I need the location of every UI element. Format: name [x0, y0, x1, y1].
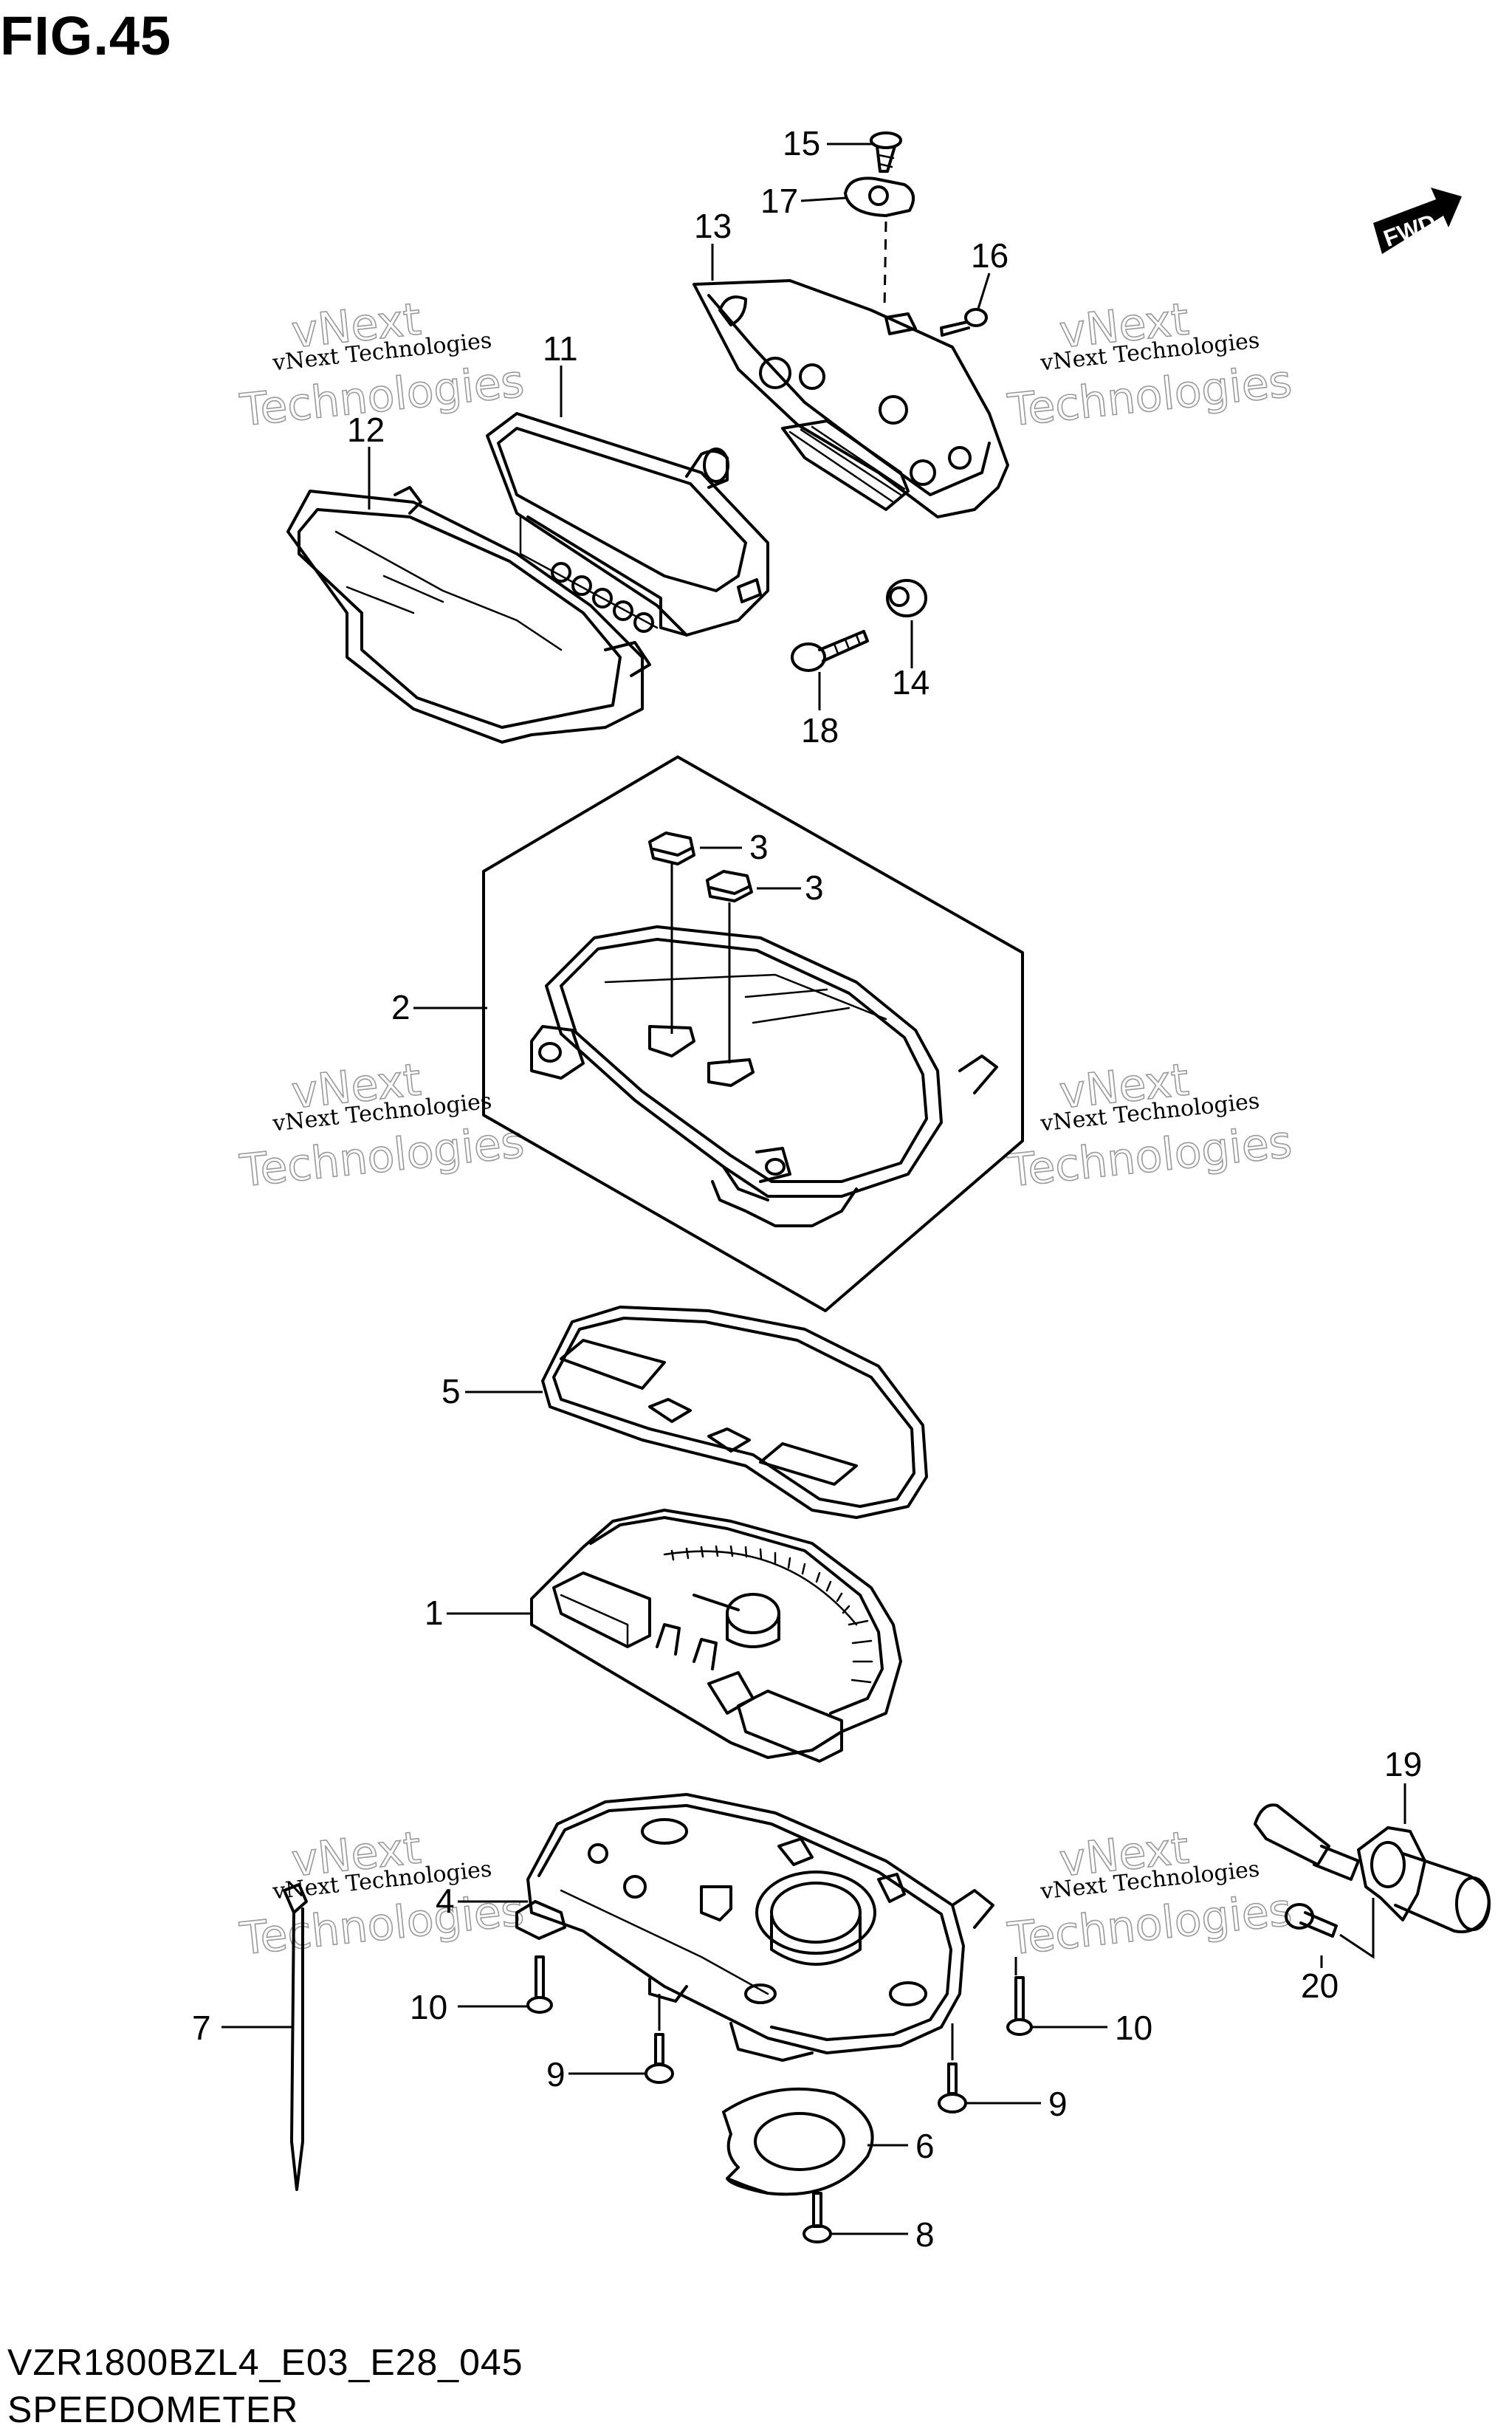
part-14-grommet [886, 579, 927, 617]
part-18-bolt [791, 630, 869, 672]
part-20-bolt [1285, 1903, 1338, 1938]
callout-leaders [221, 143, 1406, 2235]
callout-18: 18 [801, 711, 839, 750]
part-1-meter-circuit [530, 1509, 902, 1763]
forward-direction-arrow-icon: FWD [1373, 188, 1462, 254]
part-11-meter-unit [486, 412, 769, 637]
callout-19: 19 [1384, 1745, 1422, 1783]
part-4-lower-case [515, 1793, 994, 2062]
callout-20: 20 [1301, 1967, 1339, 2005]
section-name: SPEEDOMETER [7, 2389, 299, 2430]
part-17-clamp [844, 176, 915, 217]
callout-10-right: 10 [1115, 2009, 1152, 2047]
part-12-meter-cover [286, 486, 651, 744]
callout-9-right: 9 [1048, 2085, 1068, 2123]
part-3-button-lower [706, 870, 753, 902]
callout-4: 4 [436, 1882, 455, 1920]
part-10-screw-right [1006, 1976, 1033, 2036]
callout-16: 16 [971, 236, 1008, 275]
callout-10-left: 10 [410, 1988, 447, 2026]
callout-7: 7 [192, 2009, 211, 2047]
part-13-meter-bracket [693, 279, 1009, 518]
part-16-screw [940, 308, 988, 337]
part-9-screw-left [645, 2033, 674, 2084]
callout-1: 1 [425, 1594, 444, 1632]
part-19-sensor [1254, 1803, 1491, 1933]
part-8-screw [803, 2192, 832, 2243]
callout-2: 2 [391, 988, 410, 1026]
callout-12: 12 [347, 411, 385, 449]
part-10-screw-left [526, 1955, 553, 2014]
callout-11: 11 [543, 329, 578, 368]
part-5-meter-panel [541, 1306, 928, 1519]
figure-title: FIG.45 [0, 5, 172, 66]
part-2-meter-case [530, 925, 998, 1227]
callout-3-lower: 3 [805, 868, 824, 907]
part-7-cable-tie [283, 1883, 308, 2191]
callout-17: 17 [760, 182, 798, 220]
callout-14: 14 [892, 663, 929, 702]
watermark-top-right: Technologies vNext vNext Technologies [1005, 293, 1295, 437]
callout-5: 5 [441, 1372, 461, 1410]
callout-9-left: 9 [546, 2055, 566, 2094]
callout-6: 6 [915, 2127, 935, 2165]
watermark-bottom-right: Technologies vNext vNext Technologies [1005, 1822, 1295, 1966]
callout-8: 8 [915, 2215, 935, 2254]
watermark-middle-right: Technologies vNext vNext Technologies [1005, 1054, 1295, 1198]
watermark-bottom-left: Technologies vNext vNext Technologies [237, 1822, 527, 1966]
callout-13: 13 [694, 207, 732, 245]
part-2-assembly-frame [482, 755, 1024, 1312]
watermark-middle-left: Technologies vNext vNext Technologies [237, 1054, 527, 1198]
model-code: VZR1800BZL4_E03_E28_045 [7, 2342, 523, 2383]
part-6-gasket [722, 2087, 874, 2196]
callout-3-upper: 3 [749, 828, 769, 866]
callout-15: 15 [783, 124, 820, 162]
part-3-button-upper [648, 832, 695, 865]
part-9-screw-right [938, 2063, 967, 2113]
part-15-screw [870, 131, 902, 173]
